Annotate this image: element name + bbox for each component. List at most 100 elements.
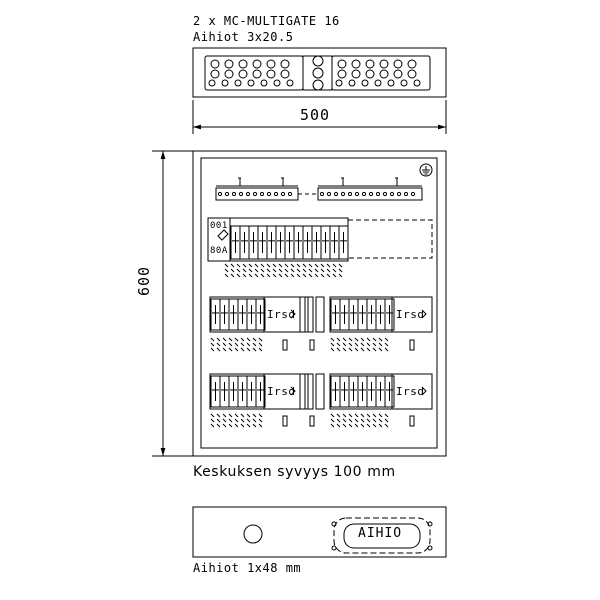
terminal-screw (238, 191, 244, 197)
cable-mark (266, 268, 271, 273)
terminal-screw (340, 191, 346, 197)
gland-hole (266, 59, 276, 69)
cable-mark (290, 268, 295, 273)
cable-mark (234, 413, 239, 418)
gland-hole-small (374, 79, 382, 87)
cable-mark (342, 347, 347, 352)
cable-mark (210, 347, 215, 352)
cable-mark (338, 268, 343, 273)
cable-mark (378, 347, 383, 352)
cable-mark (308, 273, 313, 278)
cable-mark (342, 418, 347, 423)
cable-mark (348, 342, 353, 347)
center-knockouts (312, 55, 324, 91)
terminal-screw (252, 191, 258, 197)
cable-mark (296, 273, 301, 278)
cable-mark (234, 347, 239, 352)
terminal-screw (382, 191, 388, 197)
depth-note: Keskuksen syvyys 100 mm (193, 464, 396, 480)
cable-mark (302, 273, 307, 278)
gland-hole (210, 59, 220, 69)
cable-mark (372, 418, 377, 423)
cable-mark (284, 268, 289, 273)
bottom-view-caption: Aihiot 1x48 mm (193, 561, 302, 575)
terminal-strip-3a (304, 373, 314, 410)
cable-mark (252, 347, 257, 352)
cable-mark (332, 263, 337, 268)
rcd-tag (309, 339, 315, 351)
rcd-tag (282, 415, 288, 427)
rcd-label-2-left: Irsd (267, 308, 296, 321)
cable-mark (348, 413, 353, 418)
cable-mark (360, 423, 365, 428)
terminal-screw (280, 191, 286, 197)
cable-mark (320, 263, 325, 268)
cable-mark (266, 263, 271, 268)
top-view-title: 2 x MC-MULTIGATE 16 (193, 14, 340, 28)
cable-mark (330, 347, 335, 352)
cable-mark (338, 273, 343, 278)
cable-mark (248, 273, 253, 278)
terminal-screw (259, 191, 265, 197)
cable-mark (336, 347, 341, 352)
cable-mark (284, 263, 289, 268)
cable-mark (336, 423, 341, 428)
cable-mark (320, 268, 325, 273)
cable-mark (284, 273, 289, 278)
cable-mark (330, 413, 335, 418)
gland-hole (280, 59, 290, 69)
cable-mark (246, 418, 251, 423)
gland-hole (365, 69, 375, 79)
cable-mark (302, 263, 307, 268)
cable-mark (258, 423, 263, 428)
cable-mark (314, 263, 319, 268)
terminal-screw (217, 191, 223, 197)
cable-mark (378, 413, 383, 418)
enclosure-outer (192, 150, 447, 457)
cable-mark (308, 268, 313, 273)
cable-mark (326, 268, 331, 273)
gland-hole (393, 69, 403, 79)
cable-mark (384, 418, 389, 423)
cable-mark (222, 423, 227, 428)
cable-mark (216, 413, 221, 418)
cable-mark (228, 337, 233, 342)
terminal-screw (287, 191, 293, 197)
cable-mark (354, 347, 359, 352)
gland-hole (210, 69, 220, 79)
cable-mark (378, 342, 383, 347)
cable-mark (210, 418, 215, 423)
gland-hole-small (286, 79, 294, 87)
cable-mark (336, 337, 341, 342)
cable-mark (210, 423, 215, 428)
cable-mark (242, 263, 247, 268)
rcd-3-left (263, 373, 301, 410)
cable-mark (222, 347, 227, 352)
cable-mark (260, 263, 265, 268)
cable-mark (354, 418, 359, 423)
width-dimension-label: 500 (300, 106, 331, 124)
din-rail-3-left (209, 373, 309, 410)
terminal-screw (326, 191, 332, 197)
cable-mark (228, 413, 233, 418)
cable-mark (360, 342, 365, 347)
bottom-plate-outline (192, 506, 447, 558)
cable-mark (314, 268, 319, 273)
cable-mark (228, 423, 233, 428)
width-dimension (192, 100, 447, 134)
cable-mark (378, 337, 383, 342)
top-view-subtitle: Aihiot 3x20.5 (193, 30, 294, 44)
enclosure-inner (200, 157, 438, 449)
rcd-2-right (391, 296, 433, 333)
cable-mark (384, 337, 389, 342)
cable-mark (354, 337, 359, 342)
height-dimension (152, 150, 193, 457)
cable-mark (230, 268, 235, 273)
cable-mark (258, 413, 263, 418)
rcd-label-3-right: Irsd (396, 385, 425, 398)
rail-1-spare-space (347, 219, 433, 259)
gland-hole (365, 59, 375, 69)
cable-mark (240, 413, 245, 418)
cable-mark (366, 413, 371, 418)
gland-hole-small (400, 79, 408, 87)
